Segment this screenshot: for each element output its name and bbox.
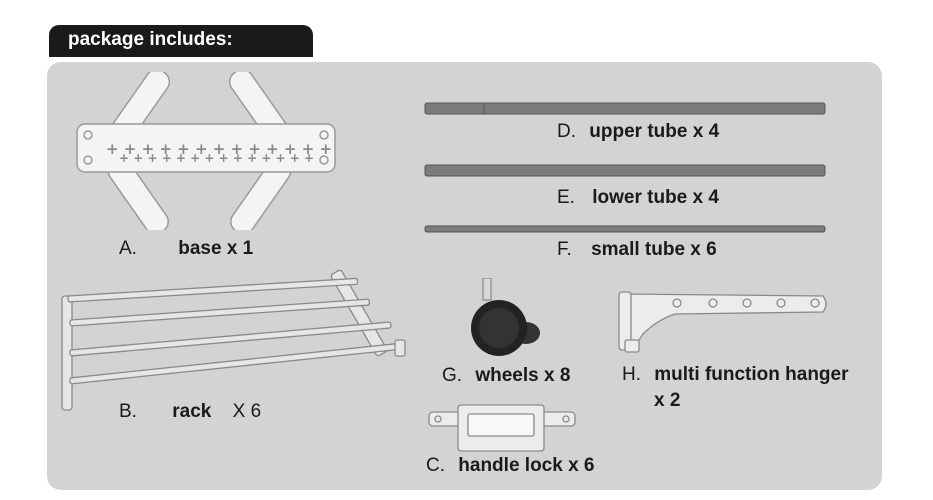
name-wheels: wheels x 8 (475, 365, 571, 386)
svg-text:+ + + + + + + + + + + + + +: + + + + + + + + + + + + + + (119, 151, 314, 165)
label-upper-tube: D. upper tube x 4 (557, 121, 719, 143)
handle-lock-image (428, 404, 576, 452)
section-title: package includes: (68, 29, 233, 50)
base-image: + + + + + + + + + + + + + + + + + + + + … (76, 72, 339, 230)
label-rack: B. rack X 6 (119, 401, 261, 423)
name-lower-tube: lower tube x 4 (592, 187, 719, 208)
name-hanger-qty: x 2 (654, 390, 681, 411)
wheel-image (471, 278, 540, 356)
qty-rack: X 6 (232, 401, 262, 422)
label-hanger: H. multi function hanger (622, 364, 849, 386)
hanger-image (618, 291, 827, 353)
upper-tube-image (424, 102, 826, 115)
label-base: A. base x 1 (119, 238, 253, 260)
name-hanger: multi function hanger (654, 364, 849, 385)
letter-h: H. (622, 364, 641, 385)
letter-b: B. (119, 401, 137, 422)
letter-e: E. (557, 187, 575, 208)
letter-c: C. (426, 455, 445, 476)
name-handle-lock: handle lock x 6 (458, 455, 595, 476)
label-small-tube: F. small tube x 6 (557, 239, 717, 261)
label-handle-lock: C. handle lock x 6 (426, 455, 595, 477)
letter-f: F. (557, 239, 572, 260)
name-base: base x 1 (178, 238, 254, 259)
name-small-tube: small tube x 6 (591, 239, 717, 260)
label-lower-tube: E. lower tube x 4 (557, 187, 719, 209)
lower-tube-image (424, 164, 826, 177)
rack-image (61, 269, 406, 411)
label-hanger-qty: x 2 (654, 390, 680, 412)
letter-a: A. (119, 238, 137, 259)
label-wheels: G. wheels x 8 (442, 365, 570, 387)
letter-d: D. (557, 121, 576, 142)
small-tube-image (424, 225, 826, 233)
name-upper-tube: upper tube x 4 (589, 121, 720, 142)
section-header: package includes: (49, 25, 313, 57)
svg-text:+ + + + + + + + + + + + + + +: + + + + + + + + + + + + + + + (106, 140, 339, 158)
letter-g: G. (442, 365, 463, 386)
name-rack: rack (172, 401, 212, 422)
